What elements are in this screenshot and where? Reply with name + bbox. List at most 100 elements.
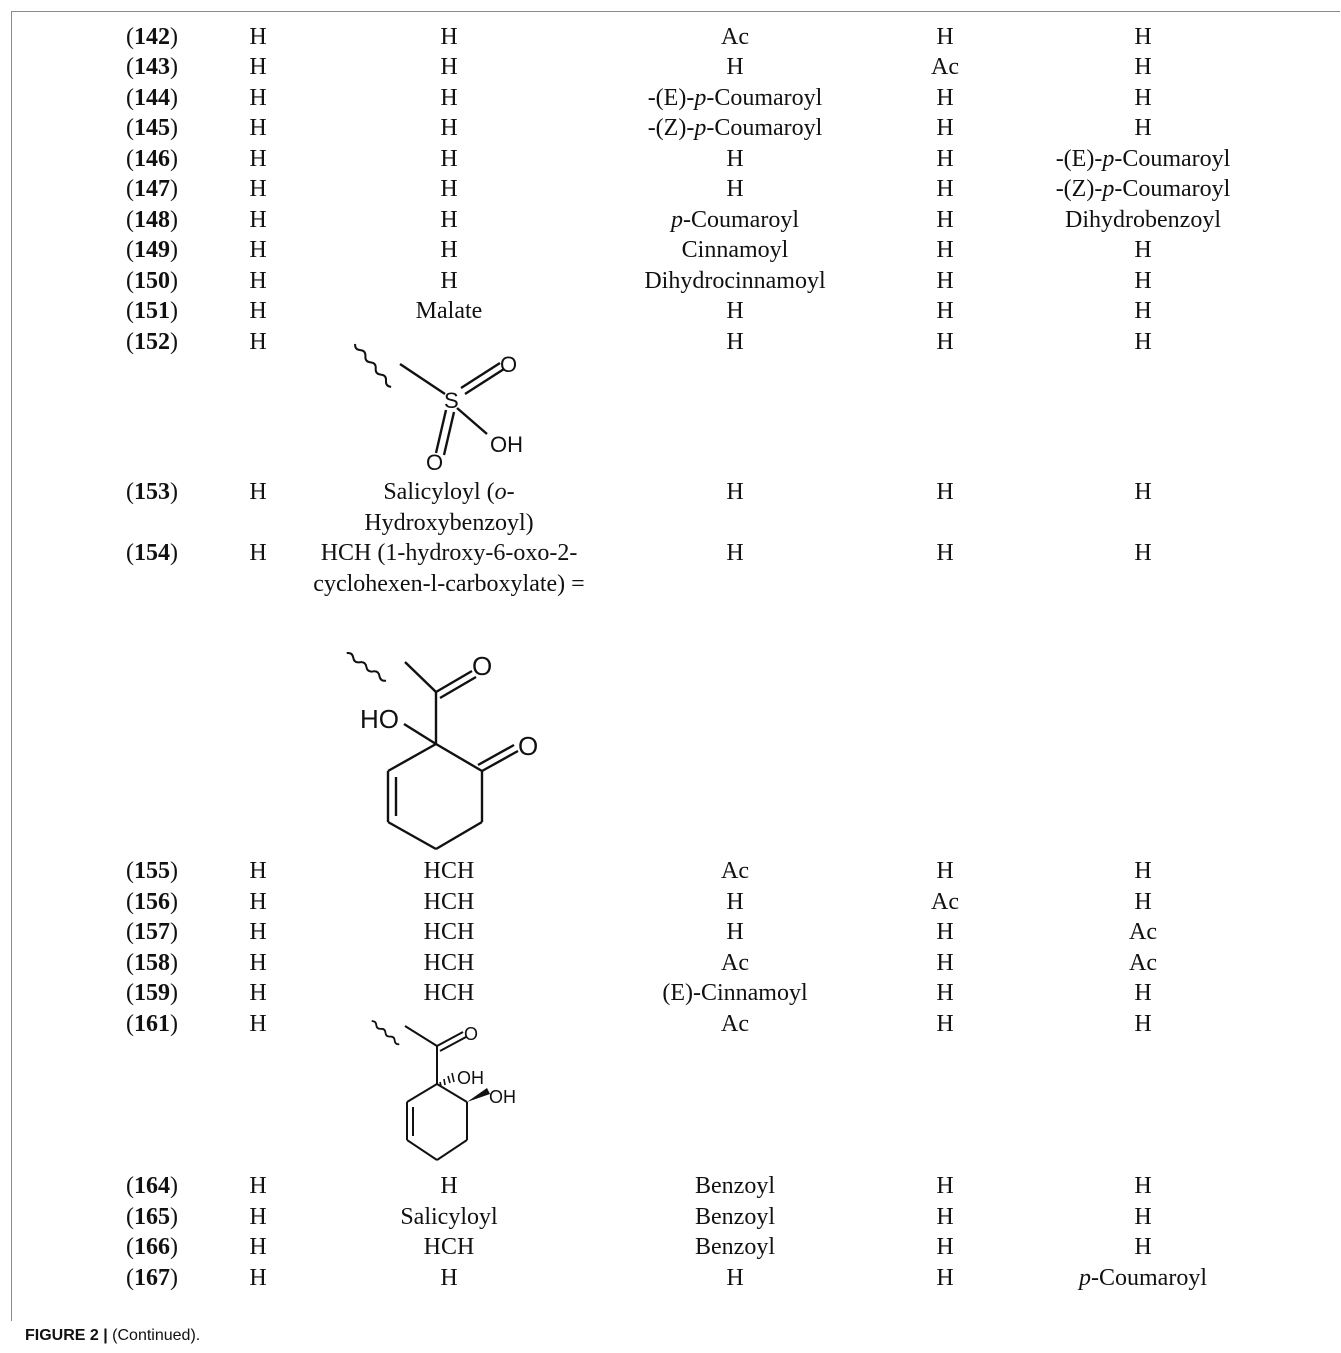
table-cell: H: [249, 85, 267, 111]
table-cell: H: [726, 479, 744, 505]
table-cell: H: [249, 919, 267, 945]
table-cell: Ac: [1129, 919, 1157, 945]
caption-text: (Continued).: [107, 1327, 201, 1344]
table-cell: H: [249, 889, 267, 915]
table-cell: H: [936, 858, 954, 884]
compound-number: (147): [126, 176, 178, 202]
table-cell: Malate: [415, 298, 483, 324]
table-cell: H: [1134, 115, 1152, 141]
table-cell: H: [1134, 85, 1152, 111]
table-cell: H: [726, 146, 744, 172]
table-cell: H: [440, 54, 458, 80]
table-cell: H: [249, 1204, 267, 1230]
compound-number: (165): [126, 1204, 178, 1230]
table-cell: H: [936, 268, 954, 294]
table-cell: H: [936, 115, 954, 141]
structure-sulfonate: S O OH O: [354, 343, 523, 475]
compound-number: (148): [126, 207, 178, 233]
table-cell: Benzoyl: [695, 1234, 775, 1260]
table-cell: H: [249, 479, 267, 505]
table-cell: H: [249, 115, 267, 141]
table-cell: H: [249, 980, 267, 1006]
table-cell: H: [249, 858, 267, 884]
table-cell: -(E)-p-Coumaroyl: [647, 85, 823, 111]
table-cell: Ac: [931, 889, 959, 915]
compound-number: (150): [126, 268, 178, 294]
table-cell: H: [1134, 540, 1152, 566]
compound-number: (166): [126, 1234, 178, 1260]
table-cell: H: [726, 1265, 744, 1291]
table-cell: H: [1134, 24, 1152, 50]
table-cell: H: [249, 237, 267, 263]
compound-number: (156): [126, 889, 178, 915]
table-cell: H: [249, 176, 267, 202]
table-cell: H: [936, 980, 954, 1006]
table-cell: HCH: [423, 858, 475, 884]
table-cell: H: [249, 268, 267, 294]
table-cell: H: [440, 1173, 458, 1199]
atom-oh: OH: [490, 432, 523, 457]
table-cell: Salicyloyl (o-Hydroxybenzoyl): [364, 479, 534, 536]
table-cell: H: [249, 1265, 267, 1291]
compound-number: (167): [126, 1265, 178, 1291]
table-cell: -(Z)-p-Coumaroyl: [647, 115, 823, 141]
compound-number: (161): [126, 1011, 178, 1037]
table-cell: H: [1134, 479, 1152, 505]
table-cell: Ac: [931, 54, 959, 80]
atom-s: S: [444, 388, 459, 413]
figure-frame: [11, 11, 1340, 1321]
compound-number: (152): [126, 329, 178, 355]
compound-number: (143): [126, 54, 178, 80]
atom-ho: HO: [360, 704, 399, 734]
table-cell: Benzoyl: [695, 1173, 775, 1199]
compound-number: (145): [126, 115, 178, 141]
table-cell: HCH: [423, 919, 475, 945]
table-cell: H: [936, 1011, 954, 1037]
atom-oh: OH: [457, 1068, 484, 1088]
table-cell: H: [1134, 1173, 1152, 1199]
table-cell: HCH: [423, 950, 475, 976]
structure-dihydroxy: O OH OH: [371, 1020, 516, 1161]
table-cell: H: [936, 1234, 954, 1260]
table-cell: H: [249, 298, 267, 324]
table-cell: H: [936, 207, 954, 233]
table-cell: H: [936, 237, 954, 263]
table-cell: H: [936, 329, 954, 355]
table-cell: H: [936, 1204, 954, 1230]
table-cell: H: [440, 207, 458, 233]
table-cell: H: [936, 540, 954, 566]
atom-o: O: [426, 450, 443, 475]
atom-o: O: [518, 731, 538, 761]
table-cell: H: [936, 1173, 954, 1199]
table-cell: H: [249, 24, 267, 50]
table-cell: H: [249, 329, 267, 355]
table-cell: H: [1134, 1234, 1152, 1260]
table-cell: H: [1134, 858, 1152, 884]
table-cell: H: [249, 146, 267, 172]
table-cell: H: [726, 889, 744, 915]
structure-hch: O HO O: [346, 651, 538, 851]
table-cell: H: [936, 85, 954, 111]
table-cell: H: [1134, 54, 1152, 80]
table-cell: H: [726, 298, 744, 324]
table-cell: (E)-Cinnamoyl: [662, 980, 808, 1006]
table-cell: -(Z)-p-Coumaroyl: [1055, 176, 1231, 202]
table-cell: Ac: [721, 24, 749, 50]
table-cell: p-Coumaroyl: [1079, 1265, 1207, 1291]
table-cell: HCH: [423, 1234, 475, 1260]
atom-o: O: [500, 352, 517, 377]
table-cell: H: [936, 298, 954, 324]
table-cell: H: [440, 115, 458, 141]
table-cell: H: [1134, 1204, 1152, 1230]
compound-number: (155): [126, 858, 178, 884]
compound-number: (164): [126, 1173, 178, 1199]
table-cell: -(E)-p-Coumaroyl: [1055, 146, 1231, 172]
table-cell: H: [249, 1173, 267, 1199]
compound-number: (159): [126, 980, 178, 1006]
caption-label: FIGURE 2 |: [25, 1327, 108, 1344]
table-cell: H: [249, 950, 267, 976]
table-cell: H: [440, 268, 458, 294]
compound-number: (149): [126, 237, 178, 263]
table-cell: H: [440, 85, 458, 111]
table-cell: H: [249, 207, 267, 233]
